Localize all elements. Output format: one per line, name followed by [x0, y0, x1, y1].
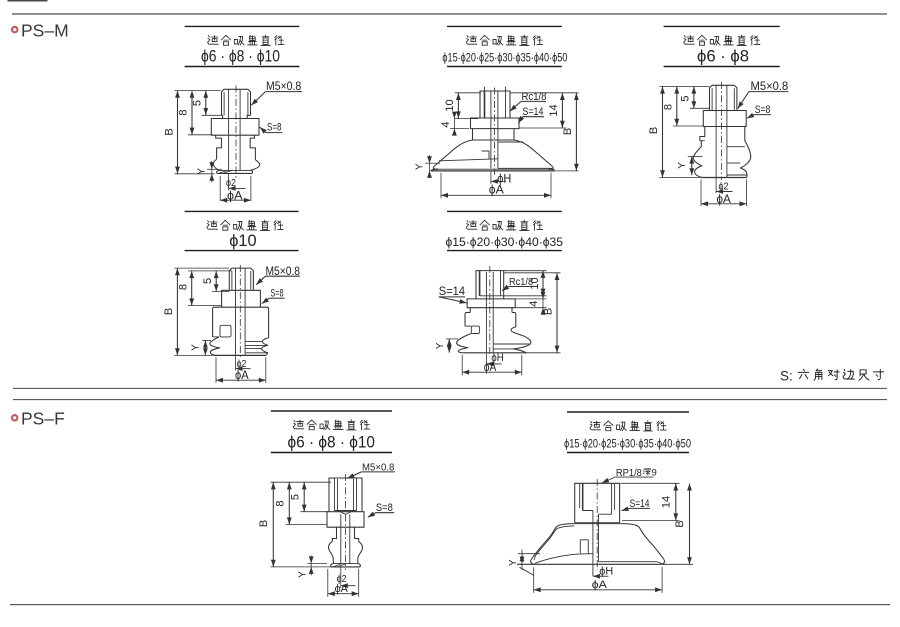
- svg-text:B: B: [258, 520, 270, 527]
- svg-text:B: B: [562, 128, 574, 135]
- svg-text::: :: [789, 369, 793, 384]
- svg-text:5: 5: [289, 494, 301, 500]
- svg-text:RP1/8: RP1/8: [616, 468, 643, 479]
- svg-text:14: 14: [660, 496, 672, 508]
- svg-text:M5×0.8: M5×0.8: [266, 266, 301, 278]
- svg-text:S=14: S=14: [522, 106, 543, 118]
- svg-text:8: 8: [177, 284, 189, 290]
- svg-text:S=14: S=14: [439, 284, 466, 298]
- svg-text:ϕ15·ϕ20·ϕ25·ϕ30·ϕ35·ϕ40·ϕ50: ϕ15·ϕ20·ϕ25·ϕ30·ϕ35·ϕ40·ϕ50: [564, 437, 691, 451]
- svg-text:Y: Y: [191, 344, 202, 351]
- svg-text:ϕA: ϕA: [592, 579, 608, 591]
- svg-text:Y: Y: [297, 571, 308, 578]
- svg-text:B: B: [543, 308, 555, 315]
- svg-text:4: 4: [528, 301, 540, 307]
- svg-text:ϕA: ϕA: [335, 583, 349, 595]
- svg-text:S=8: S=8: [376, 502, 393, 514]
- svg-text:8: 8: [662, 104, 674, 110]
- svg-text:ϕ2: ϕ2: [226, 177, 236, 189]
- svg-text:ϕ6 · ϕ8: ϕ6 · ϕ8: [697, 47, 749, 66]
- svg-text:ϕ15·ϕ20·ϕ25·ϕ30·ϕ35·ϕ40·ϕ50: ϕ15·ϕ20·ϕ25·ϕ30·ϕ35·ϕ40·ϕ50: [442, 51, 567, 65]
- svg-text:S=8: S=8: [755, 104, 771, 116]
- svg-text:14: 14: [548, 104, 560, 116]
- svg-text:B: B: [163, 308, 175, 315]
- svg-text:8: 8: [275, 500, 287, 506]
- svg-text:S: S: [780, 369, 789, 384]
- svg-text:PS–M: PS–M: [21, 21, 69, 41]
- svg-text:S=8: S=8: [267, 122, 282, 134]
- svg-text:Y: Y: [508, 559, 519, 566]
- svg-text:ϕH: ϕH: [491, 352, 504, 364]
- svg-text:ϕH: ϕH: [497, 173, 511, 185]
- svg-text:9: 9: [652, 468, 657, 479]
- svg-text:ϕ2: ϕ2: [237, 358, 247, 370]
- svg-text:ϕ10: ϕ10: [229, 231, 256, 250]
- svg-text:ϕ2: ϕ2: [719, 181, 729, 193]
- svg-text:4: 4: [440, 121, 452, 127]
- svg-text:Y: Y: [435, 342, 446, 349]
- svg-text:5: 5: [202, 278, 214, 284]
- svg-text:ϕ6 · ϕ8 · ϕ10: ϕ6 · ϕ8 · ϕ10: [288, 433, 376, 452]
- svg-text:M5×0.8: M5×0.8: [266, 81, 301, 93]
- svg-text:10: 10: [444, 99, 456, 111]
- svg-text:Y: Y: [677, 162, 688, 169]
- svg-text:Rc1/8: Rc1/8: [522, 91, 547, 103]
- svg-text:8: 8: [178, 109, 190, 115]
- svg-text:S=8: S=8: [270, 288, 283, 300]
- svg-text:ϕA: ϕA: [489, 183, 504, 197]
- svg-text:ϕH: ϕH: [599, 565, 613, 577]
- svg-text:ϕ6 · ϕ8 · ϕ10: ϕ6 · ϕ8 · ϕ10: [201, 47, 280, 66]
- svg-text:B: B: [163, 128, 175, 135]
- svg-text:ϕA: ϕA: [484, 362, 497, 374]
- svg-text:Y: Y: [197, 168, 208, 175]
- svg-text:B: B: [674, 520, 686, 527]
- svg-text:ϕ2: ϕ2: [337, 573, 347, 585]
- svg-text:Rc1/8: Rc1/8: [509, 276, 533, 288]
- svg-text:S=14: S=14: [630, 498, 650, 510]
- svg-text:ϕA: ϕA: [227, 190, 243, 202]
- svg-text:5: 5: [680, 96, 692, 102]
- svg-text:ϕ15·ϕ20·ϕ30·ϕ40·ϕ35: ϕ15·ϕ20·ϕ30·ϕ40·ϕ35: [446, 235, 564, 249]
- svg-text:5: 5: [191, 100, 203, 106]
- svg-text:ϕA: ϕA: [716, 194, 731, 206]
- svg-text:ϕA: ϕA: [235, 370, 249, 382]
- svg-text:M5×0.8: M5×0.8: [362, 461, 394, 473]
- svg-text:B: B: [648, 127, 660, 134]
- svg-text:Y: Y: [415, 163, 426, 170]
- svg-text:M5×0.8: M5×0.8: [751, 81, 789, 93]
- svg-text:PS–F: PS–F: [21, 409, 65, 429]
